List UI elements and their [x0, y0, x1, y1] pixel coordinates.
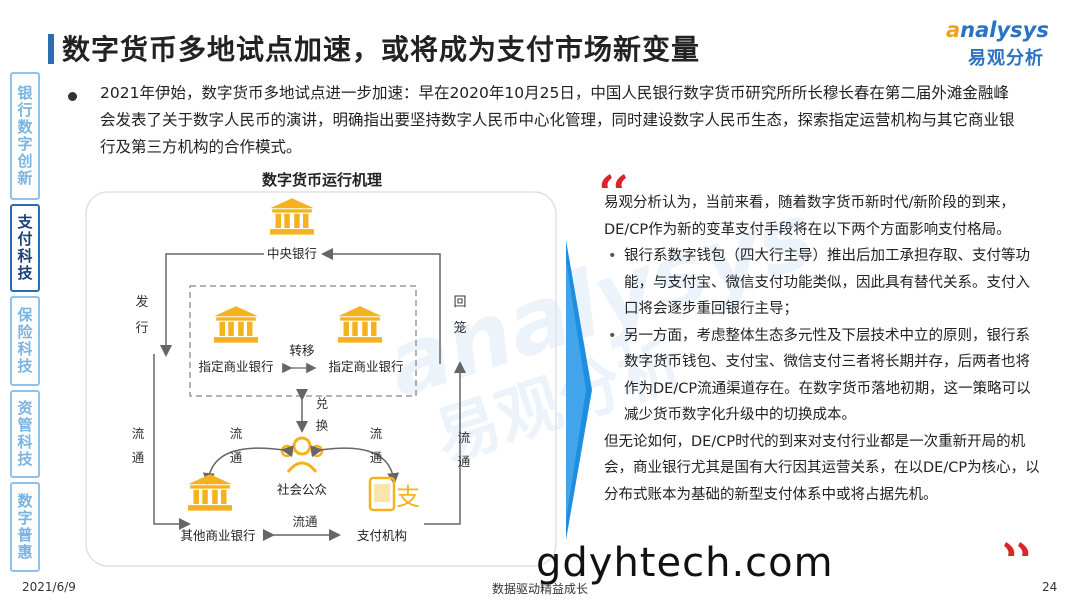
circulate-bottom-label: 流通	[292, 514, 318, 529]
recall-label-2: 笼	[453, 320, 466, 336]
analysis-point-2: 另一方面，考虑整体生态多元性及下层技术中立的原则，银行系数字货币钱包、支付宝、微…	[604, 323, 1044, 429]
title-accent-bar	[48, 34, 54, 64]
side-tab-asset-mgmt-tech[interactable]: 资管科技	[10, 390, 40, 478]
logo-en-prefix: a	[946, 18, 961, 42]
public-label: 社会公众	[277, 482, 327, 497]
designated-bank-b-icon	[338, 306, 382, 343]
svg-text:支: 支	[396, 483, 420, 511]
central-bank-label: 中央银行	[267, 246, 317, 261]
intro-paragraph: 2021年伊始，数字货币多地试点进一步加速：早在2020年10月25日，中国人民…	[100, 84, 1015, 156]
analysis-panel: 易观分析认为，当前来看，随着数字货币新时代/新阶段的到来，DE/CP作为新的变革…	[604, 190, 1044, 508]
exchange-label-2: 换	[316, 418, 329, 433]
side-tab-digital-inclusion[interactable]: 数字普惠	[10, 482, 40, 572]
recall-arrow	[321, 248, 441, 364]
circulate-left-inner-2: 通	[230, 450, 243, 465]
footer-slogan: 数据驱动精益成长	[492, 582, 589, 596]
logo-en-rest: nalysys	[960, 18, 1049, 42]
bullet-dot	[68, 92, 77, 101]
recall-label-1: 回	[453, 295, 466, 310]
quote-close-icon	[1004, 542, 1029, 556]
payment-institution-label: 支付机构	[357, 528, 407, 543]
analysis-conclusion: 但无论如何，DE/CP时代的到来对支付行业都是一次重新开局的机会，商业银行尤其是…	[604, 433, 1040, 503]
circulate-left-outer-1: 流	[132, 426, 145, 441]
circulate-right-outer-2: 通	[458, 454, 471, 469]
side-tab-label: 支付科技	[15, 214, 34, 282]
central-bank-icon	[270, 198, 314, 235]
analysys-logo: analysys 易观分析	[946, 18, 1056, 70]
logo-en: analysys	[946, 18, 1049, 42]
arrow-divider	[566, 240, 592, 540]
side-tab-payment-tech[interactable]: 支付科技	[10, 204, 40, 292]
side-tab-label: 保险科技	[15, 307, 34, 375]
designated-bank-b-label: 指定商业银行	[328, 359, 403, 374]
circulate-left-inner-arrow	[202, 445, 294, 485]
quote-open-icon	[601, 174, 626, 188]
issue-label-2: 行	[135, 321, 148, 336]
side-tab-label: 资管科技	[15, 400, 34, 468]
currency-mechanism-diagram: 数字货币运行机理 中央银行 发 行 回 笼 指定商业银行 指定商业银行 转移 兑…	[85, 171, 557, 567]
payment-institution-icon: 支	[368, 476, 420, 512]
issue-label-1: 发	[135, 294, 148, 310]
site-overlay-text: gdyhtech.com	[536, 540, 834, 586]
circulate-left-outer-2: 通	[132, 450, 145, 465]
logo-cn: 易观分析	[968, 48, 1044, 69]
circulate-right-inner-arrow	[310, 445, 400, 485]
side-tab-insurance-tech[interactable]: 保险科技	[10, 296, 40, 386]
page-title: 数字货币多地试点加速，或将成为支付市场新变量	[62, 33, 701, 66]
other-banks-label: 其他商业银行	[180, 528, 255, 543]
side-tab-bank-digital-innovation[interactable]: 银行数字创新	[10, 72, 40, 200]
circulate-left-outer-arrow	[153, 354, 191, 530]
side-tab-label: 数字普惠	[15, 493, 34, 561]
exchange-label-1: 兑	[316, 396, 329, 411]
issue-arrow	[160, 253, 264, 357]
designated-bank-a-icon	[214, 306, 258, 343]
circulate-right-inner-1: 流	[370, 426, 383, 441]
circulate-right-outer-1: 流	[458, 430, 471, 445]
designated-bank-a-label: 指定商业银行	[198, 359, 273, 374]
designated-banks-box	[189, 285, 417, 397]
circulate-left-inner-1: 流	[230, 426, 243, 441]
side-tab-label: 银行数字创新	[15, 85, 34, 187]
diagram-title: 数字货币运行机理	[262, 171, 382, 189]
circulate-right-outer-arrow	[424, 361, 466, 525]
circulate-right-inner-2: 通	[370, 450, 383, 465]
analysis-intro: 易观分析认为，当前来看，随着数字货币新时代/新阶段的到来，DE/CP作为新的变革…	[604, 195, 1015, 238]
analysis-point-1: 银行系数字钱包（四大行主导）推出后加工承担存取、支付等功能，与支付宝、微信支付功…	[604, 243, 1044, 323]
transfer-label: 转移	[289, 343, 314, 358]
diagram-frame	[85, 191, 557, 567]
page-number: 24	[1042, 580, 1058, 594]
footer-date: 2021/6/9	[22, 580, 76, 594]
other-banks-icon	[188, 474, 232, 511]
public-icon	[280, 436, 324, 473]
